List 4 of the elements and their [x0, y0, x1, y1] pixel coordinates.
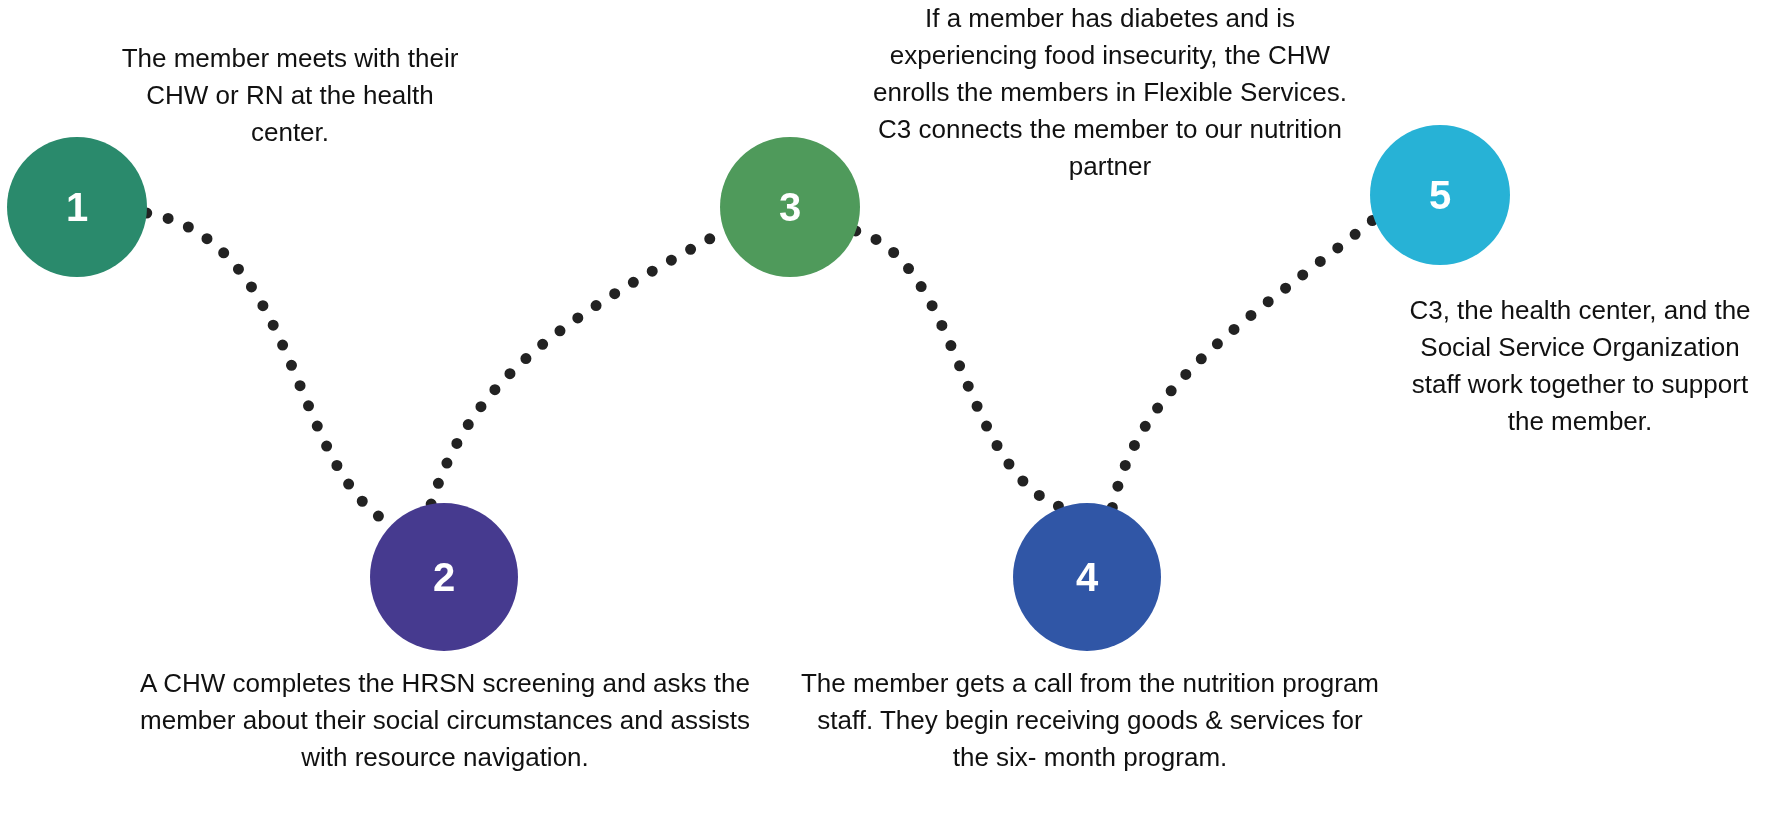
step-description: If a member has diabetes and is experiencing food insecurity, the CHW enrolls the members in Flexible Services. C3 connects the member to our nutrition partner [872, 2, 1348, 183]
step-description: The member gets a call from the nutrition program staff. They begin receiving goods & services for the six- month program. [800, 667, 1380, 774]
step-description: C3, the health center, and the Social Service Organization staff work together to support the member. [1408, 294, 1752, 438]
step-description: A CHW completes the HRSN screening and asks the member about their social circumstances and assists with resource navigation. [139, 667, 751, 774]
